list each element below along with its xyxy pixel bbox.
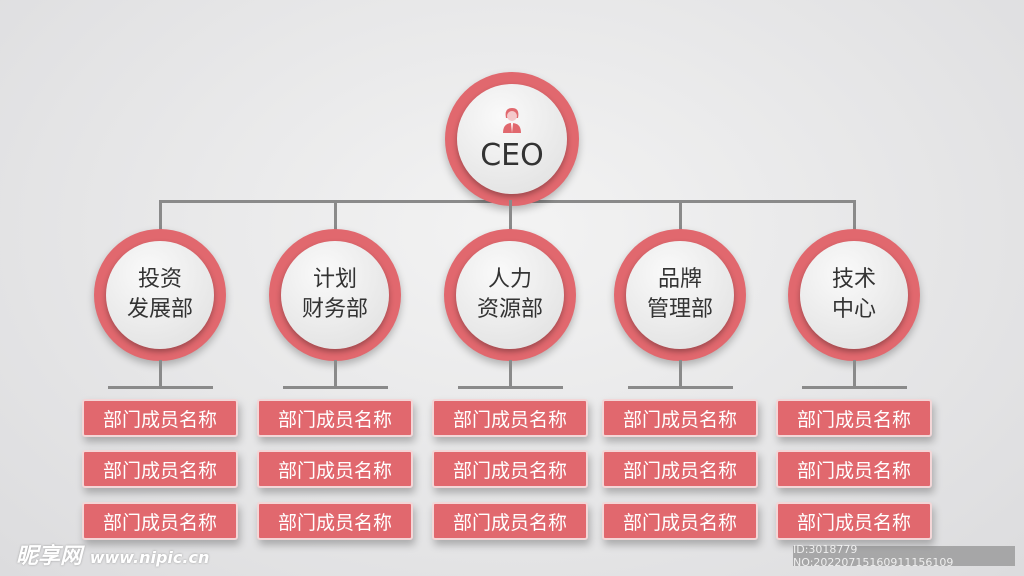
department-name-line2: 资源部 [476,297,543,322]
member-box: 部门成员名称 [432,502,588,540]
member-bar-4 [802,386,907,389]
connector-dept-1 [334,200,337,240]
department-node: 品牌管理部 [614,229,746,361]
department-node: 投资发展部 [94,229,226,361]
department-name-line2: 中心 [831,297,876,322]
department-name-line1: 计划 [312,267,357,292]
member-box: 部门成员名称 [257,399,413,437]
connector-members-3 [679,360,682,387]
department-node: 计划财务部 [269,229,401,361]
department-node: 技术中心 [788,229,920,361]
connector-dept-0 [159,200,162,240]
department-name-line1: 品牌 [657,267,702,292]
member-box: 部门成员名称 [257,502,413,540]
connector-members-2 [509,360,512,387]
member-box: 部门成员名称 [82,450,238,488]
member-box: 部门成员名称 [602,450,758,488]
department-name-line1: 技术 [831,267,876,292]
department-name-line2: 财务部 [301,297,368,322]
member-box: 部门成员名称 [432,399,588,437]
department-name-line2: 管理部 [646,297,713,322]
member-box: 部门成员名称 [602,399,758,437]
ceo-node: CEO [445,72,579,206]
member-box: 部门成员名称 [776,502,932,540]
person-icon [503,107,521,133]
member-box: 部门成员名称 [82,502,238,540]
member-box: 部门成员名称 [82,399,238,437]
ceo-label: CEO [480,137,544,173]
connector-members-4 [853,360,856,387]
member-bar-3 [628,386,733,389]
connector-members-1 [334,360,337,387]
connector-members-0 [159,360,162,387]
member-bar-1 [283,386,388,389]
connector-dept-4 [853,200,856,240]
department-node: 人力资源部 [444,229,576,361]
member-box: 部门成员名称 [257,450,413,488]
department-name-line1: 投资 [137,267,182,292]
connector-dept-2 [509,200,512,240]
member-bar-0 [108,386,213,389]
member-box: 部门成员名称 [776,450,932,488]
image-id: ID:3018779 NO:20220715160911156109 [793,543,1015,569]
watermark: 昵享网 www.nipic.cn [16,544,210,569]
member-box: 部门成员名称 [602,502,758,540]
member-box: 部门成员名称 [432,450,588,488]
department-name-line2: 发展部 [126,297,193,322]
department-name-line1: 人力 [487,267,532,292]
member-box: 部门成员名称 [776,399,932,437]
connector-dept-3 [679,200,682,240]
member-bar-2 [458,386,563,389]
